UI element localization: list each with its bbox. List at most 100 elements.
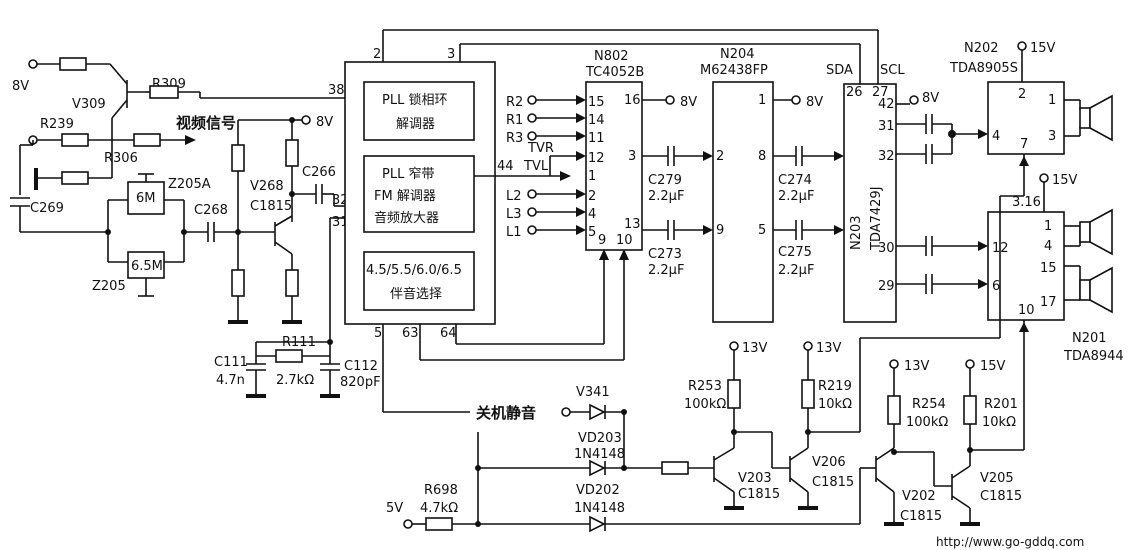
resistor-8v-feed <box>59 57 87 71</box>
speaker-mid <box>1079 221 1091 243</box>
label-pin-2: 2 <box>373 47 381 62</box>
label-c111: C111 <box>214 355 248 370</box>
ceramic-filters: 6M Z205A 6.5M Z205 C268 <box>92 173 275 297</box>
label-p1: 1 <box>588 169 596 184</box>
label-p2: 2 <box>588 189 596 204</box>
ic-body-n204 <box>712 81 774 323</box>
label-z205a: Z205A <box>168 177 211 192</box>
n204-processor: N204 M62438FP 2 9 1 8V 8 C274 2.2μF 5 C2… <box>700 47 844 323</box>
label-m62438fp: M62438FP <box>700 63 768 78</box>
label-sel: 4.5/5.5/6.0/6.5 <box>366 263 462 278</box>
label-l1: L1 <box>506 225 522 240</box>
label-l2: L2 <box>506 189 522 204</box>
label-r219: R219 <box>818 379 852 394</box>
label-n203: N203 <box>849 215 864 250</box>
label-v202: V202 <box>902 489 936 504</box>
ic-body-n203 <box>843 83 897 323</box>
label-c273-value: 2.2μF <box>648 263 684 278</box>
input-section: 8V V309 R309 38 R306 视频信号 R239 <box>10 57 345 233</box>
label-v309: V309 <box>72 97 106 112</box>
resistor-base-v203 <box>661 461 689 475</box>
speaker-top <box>1079 107 1091 129</box>
label-vd202-type: 1N4148 <box>574 501 625 516</box>
label-13v-c: 13V <box>904 359 930 374</box>
label-pin-63: 63 <box>402 326 419 341</box>
label-b17: 17 <box>1040 295 1057 310</box>
sound-select-block <box>363 251 475 311</box>
n202-amp: N202 TDA8905S 15V 2 1 4 3 7 <box>949 41 1113 170</box>
label-c275: C275 <box>778 245 812 260</box>
mute-circuit: 关机静音 V341 VD203 1N4148 5V R698 4.7kΩ VD2… <box>386 170 1025 533</box>
label-m42: 42 <box>878 97 895 112</box>
resistor-r111 <box>275 349 303 363</box>
label-r698-value: 4.7kΩ <box>420 501 458 516</box>
label-13v-b: 13V <box>816 341 842 356</box>
label-n5: 5 <box>758 223 766 238</box>
label-n204: N204 <box>720 47 755 62</box>
resistor-r698 <box>425 517 453 531</box>
label-n8: 8 <box>758 149 766 164</box>
label-v205-type: C1815 <box>980 489 1022 504</box>
label-5v: 5V <box>386 501 403 516</box>
label-8v-b: 8V <box>316 115 333 130</box>
label-a1: 1 <box>1048 93 1056 108</box>
pll-demodulator-block <box>363 81 475 141</box>
label-n9: 9 <box>716 223 724 238</box>
label-v202-type: C1815 <box>900 509 942 524</box>
label-r1: R1 <box>506 113 523 128</box>
resistor-r219 <box>801 379 815 409</box>
label-8v-c: 8V <box>680 95 697 110</box>
label-v203-type: C1815 <box>738 487 780 502</box>
label-c274: C274 <box>778 173 812 188</box>
label-p10: 10 <box>616 233 633 248</box>
label-c273: C273 <box>648 247 682 262</box>
label-vd202: VD202 <box>576 483 620 498</box>
label-v268-type: C1815 <box>250 199 292 214</box>
label-tvl: TVL <box>523 159 549 174</box>
label-b10: 10 <box>1018 303 1035 318</box>
label-m27: 27 <box>872 85 889 100</box>
label-c268: C268 <box>194 203 228 218</box>
label-6-5m: 6.5M <box>131 259 163 274</box>
label-n202: N202 <box>964 41 999 56</box>
label-selb: 伴音选择 <box>390 286 442 302</box>
label-b4: 4 <box>1044 239 1052 254</box>
label-pin-44: 44 <box>497 159 514 174</box>
label-l3: L3 <box>506 207 522 222</box>
label-video-signal: 视频信号 <box>176 114 236 132</box>
label-v203: V203 <box>738 471 772 486</box>
label-6m: 6M <box>136 191 156 206</box>
label-pll2: PLL 窄带 <box>382 166 434 182</box>
label-r239: R239 <box>40 117 74 132</box>
label-p15: 15 <box>588 95 605 110</box>
resistor-bias-bottom <box>231 269 245 297</box>
label-m30: 30 <box>878 241 895 256</box>
label-r253-value: 100kΩ <box>684 397 726 412</box>
label-m29: 29 <box>878 279 895 294</box>
label-v206-type: C1815 <box>812 475 854 490</box>
ic-body-n802 <box>585 81 643 251</box>
label-r201-value: 10kΩ <box>982 415 1016 430</box>
label-b6: 6 <box>992 279 1000 294</box>
label-c112: C112 <box>344 359 378 374</box>
resistor-collector <box>285 139 299 167</box>
label-r3: R3 <box>506 131 523 146</box>
filter-6-5m <box>127 251 165 279</box>
n802-switch: N802 TC4052B R2 15 R1 14 R3 11 TVR 12 TV… <box>506 49 713 278</box>
label-r2: R2 <box>506 95 523 110</box>
label-15v-a: 15V <box>1030 41 1056 56</box>
label-pin-38: 38 <box>328 83 345 98</box>
label-a4: 4 <box>992 129 1000 144</box>
label-r111-value: 2.7kΩ <box>276 373 314 388</box>
label-mute: 关机静音 <box>476 404 536 422</box>
label-r111: R111 <box>282 335 316 350</box>
label-tvr: TVR <box>527 141 554 156</box>
label-tda8944: TDA8944 <box>1063 349 1124 364</box>
label-scl: SCL <box>880 63 905 78</box>
label-p13: 13 <box>624 217 641 232</box>
label-p9: 9 <box>598 233 606 248</box>
label-c269: C269 <box>30 201 64 216</box>
label-m26: 26 <box>846 85 863 100</box>
